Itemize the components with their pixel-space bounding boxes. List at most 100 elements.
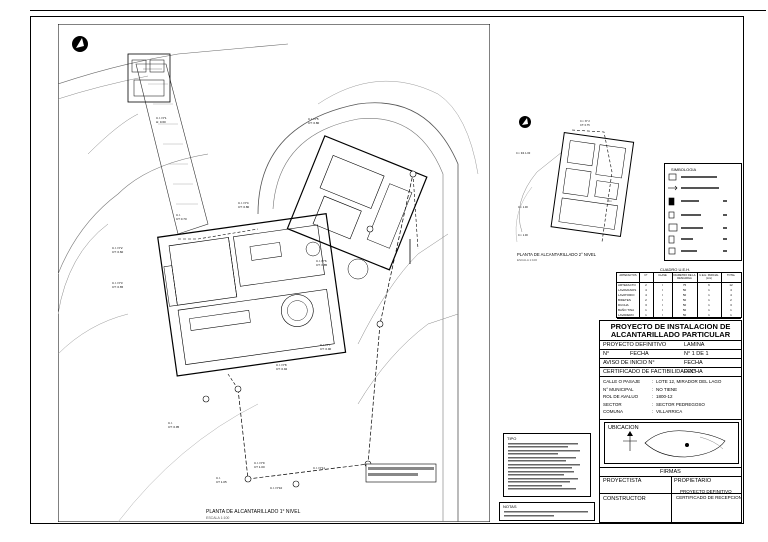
- ueh-cell: 50: [682, 303, 687, 307]
- svg-text:C.I. N°4: C.I. N°4: [238, 201, 249, 205]
- ueh-cell: I: [662, 303, 663, 307]
- ueh-cell: DUCHA: [618, 303, 629, 307]
- ueh-table: ARTEFACTOS N° CLASE DIAMETRO DE LA DESCARGA…: [616, 272, 742, 324]
- ueh-col-divider: [697, 273, 698, 317]
- ueh-cell: I: [662, 313, 663, 317]
- svg-text:C.I. N°1: C.I. N°1: [156, 116, 167, 120]
- svg-text:C.I. N°9: C.I. N°9: [254, 461, 265, 465]
- field-separator: :: [652, 401, 654, 407]
- svg-text:CT: 0.80: CT: 0.80: [238, 205, 250, 209]
- svg-text:CT: 0.60: CT: 0.60: [112, 250, 124, 254]
- field-value: 1800-12: [656, 394, 673, 399]
- ueh-cell: BIDETES: [618, 298, 631, 302]
- tipo-box: TIPO: [503, 433, 591, 497]
- ueh-cell: 4: [730, 288, 732, 292]
- legend-symbols: [668, 173, 727, 255]
- lamina-number: N° 1 DE 1: [684, 351, 709, 357]
- ubicacion-label: UBICACION: [608, 425, 639, 431]
- svg-text:C.I.: C.I.: [176, 213, 181, 217]
- aviso-label: AVISO DE INICIO N°: [603, 360, 655, 366]
- main-site-plan: C.I. N°1H: 0.60 C.I. N°2CT: 0.60 C.I. N°…: [58, 24, 490, 522]
- svg-text:C.I. 3/4 1.00: C.I. 3/4 1.00: [516, 151, 531, 155]
- svg-text:C.I. N°3: C.I. N°3: [112, 281, 123, 285]
- ueh-cell: 75: [682, 283, 687, 287]
- top-border-line: [30, 10, 766, 11]
- svg-text:CT: 0.85: CT: 0.85: [316, 263, 328, 267]
- ueh-cell: 50: [682, 308, 687, 312]
- field-separator: :: [652, 379, 654, 384]
- ueh-cell: 1: [708, 303, 710, 307]
- field-label: ROL DE AVALUO: [603, 394, 639, 399]
- svg-text:C.I. N°8: C.I. N°8: [276, 363, 287, 367]
- ueh-cell: I: [662, 288, 663, 292]
- proyectista-label: PROYECTISTA: [603, 478, 642, 484]
- ueh-cell: 50: [682, 298, 687, 302]
- svg-text:C.I.: C.I.: [608, 199, 612, 203]
- ueh-cell: 1: [730, 308, 732, 312]
- svg-text:CT: 0.80: CT: 0.80: [308, 121, 320, 125]
- legend-box: SIMBOLOGIA: [664, 163, 742, 261]
- ueh-cell: 50: [682, 293, 687, 297]
- north-arrow-icon: [72, 36, 88, 52]
- svg-text:CT 0.70: CT 0.70: [176, 217, 187, 221]
- firmas-label: FIRMAS: [660, 469, 681, 475]
- ueh-cell: 2: [645, 283, 647, 287]
- ueh-cell: I: [662, 298, 663, 302]
- ueh-header-5: TOTAL: [726, 274, 736, 277]
- fecha-label: FECHA: [630, 351, 649, 357]
- ueh-cell: 1: [708, 288, 710, 292]
- svg-text:CT 1.05: CT 1.05: [216, 480, 227, 484]
- ueh-cell: 4: [645, 293, 647, 297]
- fecha2-label: FECHA: [684, 360, 703, 366]
- title-block: PROYECTO DE INSTALACION DE ALCANTARILLAD…: [599, 320, 742, 523]
- svg-text:C.I. N°11: C.I. N°11: [313, 466, 325, 470]
- main-plan-title: PLANTA DE ALCANTARILLADO 1° NIVEL: [206, 509, 301, 515]
- lamina-label: LAMINA: [684, 342, 705, 348]
- svg-text:C.I. N°5: C.I. N°5: [308, 117, 319, 121]
- numero-label: N°: [603, 351, 610, 357]
- field-separator: :: [652, 409, 654, 414]
- notas-label: NOTAS: [503, 504, 517, 509]
- ueh-cell: I: [662, 293, 663, 297]
- ueh-cell: 1: [708, 308, 710, 312]
- tipo-label: TIPO: [507, 436, 517, 441]
- ueh-header-4: U.E.H. PARCIAL (mm): [699, 274, 719, 280]
- ueh-header-1: N°: [644, 274, 648, 277]
- ueh-cell: 1: [645, 308, 647, 312]
- ueh-cell: 12: [729, 283, 733, 287]
- ueh-cell: 3: [730, 303, 732, 307]
- field-value: NO TIENE: [656, 386, 678, 392]
- svg-text:CT: 0.92: CT: 0.92: [276, 367, 288, 371]
- svg-text:CT: 0.65: CT: 0.65: [112, 285, 124, 289]
- ueh-cell: 2: [645, 298, 647, 302]
- ueh-cell: 1: [730, 313, 732, 317]
- field-separator: :: [652, 386, 654, 392]
- ueh-header-2: CLASE: [658, 274, 667, 277]
- field-separator: :: [652, 394, 654, 399]
- ueh-header-0: ARTEFACTOS: [619, 274, 637, 277]
- ueh-cell: ARTEFACTO: [618, 283, 636, 287]
- field-value: LOTE 12, MIRADOR DEL LAGO: [656, 379, 722, 384]
- second-floor-plan: C.I. N° 2CT: 0.75 C.I. 3/4 1.00 C.I. 1.0…: [515, 116, 635, 243]
- propietario-label: PROPIETARIO: [674, 478, 712, 484]
- svg-text:C.I. 1.00: C.I. 1.00: [518, 205, 528, 209]
- ueh-col-divider: [672, 273, 673, 317]
- notas-text: [504, 511, 588, 517]
- field-value: SECTOR PEDREGOSO: [656, 401, 705, 407]
- drawing-sheet: [30, 16, 744, 524]
- svg-text:C.I. N°10: C.I. N°10: [270, 486, 283, 490]
- field-label: COMUNA: [603, 409, 623, 414]
- svg-text:H: 0.60: H: 0.60: [156, 120, 166, 124]
- svg-text:C.I. N°7: C.I. N°7: [320, 343, 331, 347]
- project-title: PROYECTO DE INSTALACION DE ALCANTARILLAD…: [610, 322, 731, 339]
- notas-box: NOTAS: [499, 502, 595, 521]
- ueh-cell: 1: [708, 313, 710, 317]
- ueh-col-divider: [639, 273, 640, 317]
- ueh-header-3: DIAMETRO DE LA DESCARGA: [673, 274, 696, 280]
- field-label: N° MUNICIPAL: [603, 386, 634, 392]
- svg-text:CT: 0.75: CT: 0.75: [580, 123, 590, 127]
- ueh-cell: 1: [645, 313, 647, 317]
- certificado-recepcion: CERTIFICADO DE RECEPCION: [676, 495, 742, 500]
- constructor-label: CONSTRUCTOR: [603, 496, 646, 502]
- ueh-cell: 4: [645, 288, 647, 292]
